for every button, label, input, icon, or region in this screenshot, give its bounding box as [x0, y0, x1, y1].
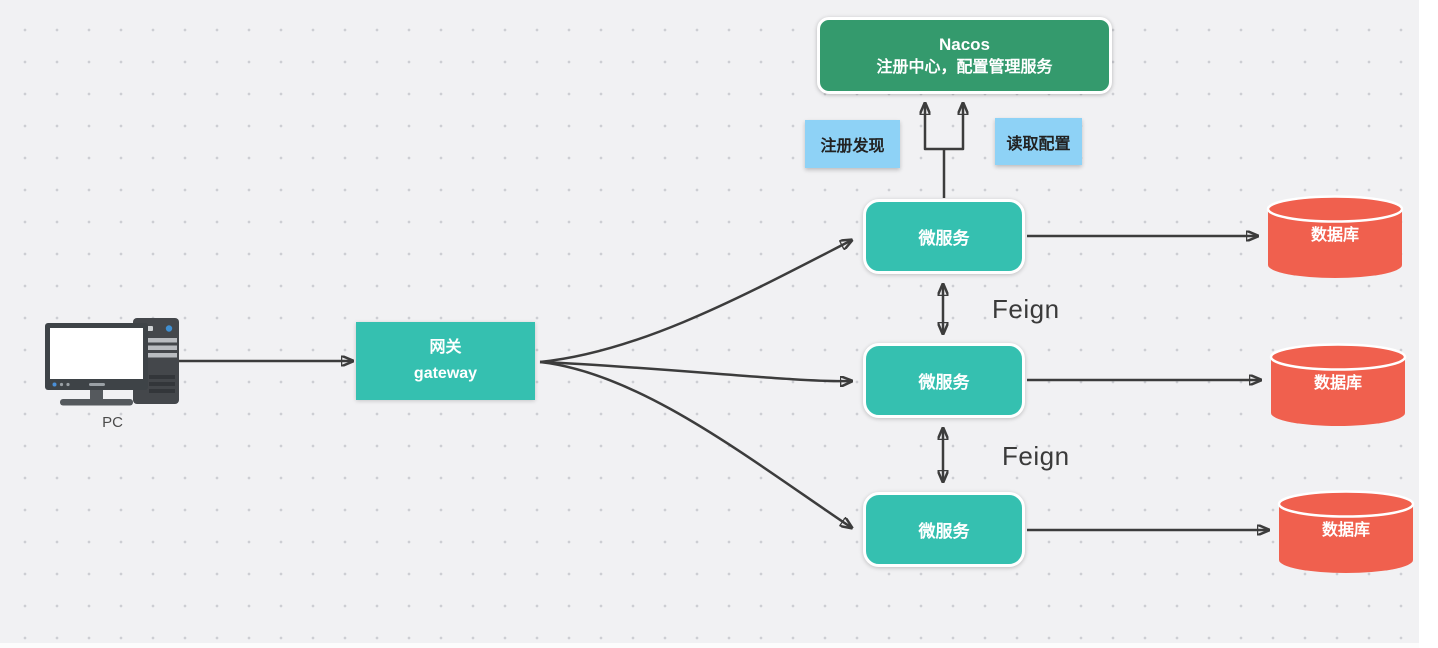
nacos-subtitle: 注册中心，配置管理服务 [876, 59, 1053, 77]
microservice-label: 微服务 [918, 373, 970, 392]
node-database-2: 数据库 [1269, 343, 1407, 429]
feign-label-1: Feign [992, 294, 1060, 324]
pc-icon [45, 318, 179, 406]
label-read-config: 读取配置 [995, 118, 1082, 165]
node-microservice-1: 微服务 [863, 199, 1025, 274]
microservice-label: 微服务 [918, 229, 970, 248]
arrow-register-discovery-branch [925, 103, 944, 151]
node-microservice-3: 微服务 [863, 492, 1025, 567]
node-nacos: Nacos 注册中心，配置管理服务 [817, 17, 1112, 94]
canvas-edge-right [1419, 0, 1438, 648]
database-cylinder-icon [1277, 490, 1415, 573]
gateway-label-cn: 网关 [429, 339, 462, 357]
database-cylinder-icon [1269, 343, 1407, 426]
database-cylinder-icon [1266, 195, 1404, 278]
database-label: 数据库 [1310, 227, 1359, 244]
arrow-gateway-to-microservice-3 [539, 360, 852, 528]
arrow-gateway-to-microservice-1 [539, 240, 852, 364]
nacos-title: Nacos [938, 34, 991, 54]
node-database-1: 数据库 [1266, 195, 1404, 281]
arrow-read-config-branch [944, 103, 963, 151]
node-microservice-2: 微服务 [863, 343, 1025, 418]
microservice-label: 微服务 [918, 522, 970, 541]
node-database-3: 数据库 [1277, 490, 1415, 576]
database-label: 数据库 [1321, 522, 1370, 539]
node-gateway: 网关 gateway [356, 322, 535, 400]
canvas-edge-bottom [0, 643, 1419, 648]
read-config-text: 读取配置 [1006, 135, 1071, 153]
database-label: 数据库 [1313, 375, 1362, 392]
arrow-gateway-to-microservice-2 [539, 360, 852, 381]
feign-label-2: Feign [1002, 441, 1070, 471]
register-discovery-text: 注册发现 [820, 138, 885, 155]
pc-label: PC [102, 414, 123, 431]
label-register-discovery: 注册发现 [805, 120, 900, 168]
gateway-label-en: gateway [413, 365, 478, 382]
